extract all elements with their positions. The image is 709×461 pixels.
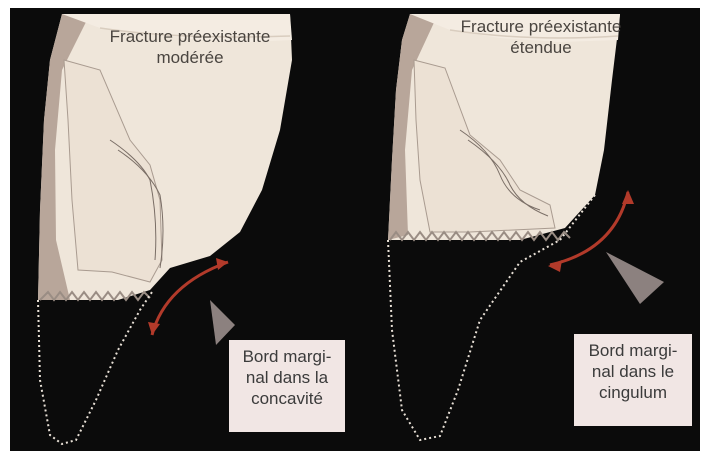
right-title-line2: étendue [510,38,571,57]
right-callout-line3: cingulum [580,382,686,403]
right-callout-line2: nal dans le [580,361,686,382]
right-callout: Bord margi- nal dans le cingulum [574,334,692,426]
right-callout-line1: Bord margi- [580,340,686,361]
left-title: Fracture préexistante modérée [86,26,294,68]
right-title: Fracture préexistante étendue [436,16,646,58]
left-callout-line3: concavité [235,388,339,409]
right-title-line1: Fracture préexistante [461,17,622,36]
left-title-line2: modérée [156,48,223,67]
left-callout-line1: Bord margi- [235,346,339,367]
left-callout: Bord margi- nal dans la concavité [229,340,345,432]
left-callout-line2: nal dans la [235,367,339,388]
left-title-line1: Fracture préexistante [110,27,271,46]
